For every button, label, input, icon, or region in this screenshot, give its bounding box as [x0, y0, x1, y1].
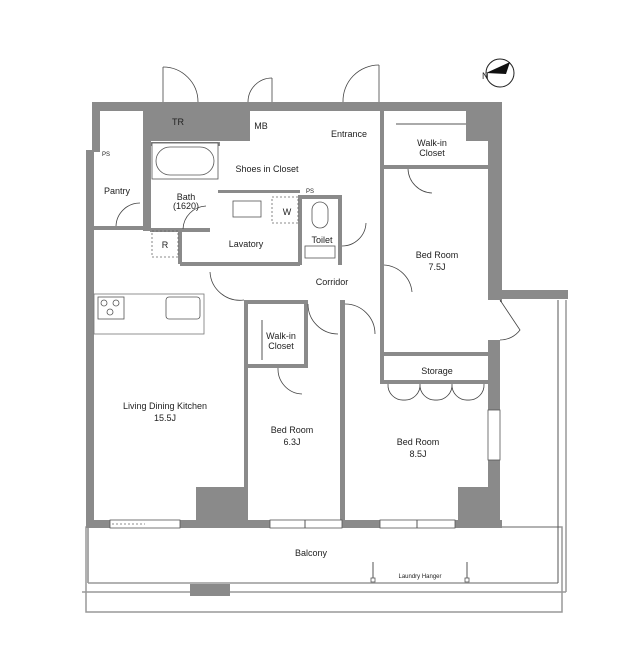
windows — [109, 409, 501, 529]
label-entrance: Entrance — [331, 129, 367, 139]
label-ldk-size: 15.5J — [154, 413, 176, 423]
fixtures — [93, 123, 466, 360]
label-tr: TR — [172, 117, 184, 127]
label-laundry: Laundry Hanger — [398, 574, 441, 580]
north-arrow-icon: N — [482, 58, 515, 88]
compass-label: N — [482, 71, 489, 81]
doors — [115, 64, 521, 401]
label-bedroom-63: Bed Room — [271, 425, 314, 435]
label-walkin-top-1: Walk-in — [417, 138, 447, 148]
balcony-outline — [82, 300, 567, 613]
label-storage: Storage — [421, 366, 453, 376]
label-washer: W — [283, 207, 292, 217]
label-walkin-top-2: Closet — [419, 148, 445, 158]
label-mb: MB — [254, 121, 268, 131]
label-toilet: Toilet — [311, 235, 333, 245]
label-bath-size: (1620) — [173, 201, 199, 211]
label-bedroom-85: Bed Room — [397, 437, 440, 447]
label-bedroom-85-size: 8.5J — [409, 449, 426, 459]
label-fridge: R — [162, 240, 169, 250]
label-lavatory: Lavatory — [229, 239, 264, 249]
room-labels: TR MB Entrance Walk-in Closet PS Pantry … — [102, 117, 458, 580]
label-ps-toilet: PS — [306, 189, 314, 195]
label-corridor: Corridor — [316, 277, 349, 287]
label-bedroom-63-size: 6.3J — [283, 437, 300, 447]
label-ps-left: PS — [102, 152, 110, 158]
label-walkin-mid-1: Walk-in — [266, 331, 296, 341]
label-ldk: Living Dining Kitchen — [123, 401, 207, 411]
label-pantry: Pantry — [104, 186, 131, 196]
label-shoes-closet: Shoes in Closet — [235, 164, 299, 174]
label-bedroom-75-size: 7.5J — [428, 262, 445, 272]
label-balcony: Balcony — [295, 548, 328, 558]
label-bedroom-75: Bed Room — [416, 250, 459, 260]
label-walkin-mid-2: Closet — [268, 341, 294, 351]
label-bath: Bath — [177, 192, 196, 202]
